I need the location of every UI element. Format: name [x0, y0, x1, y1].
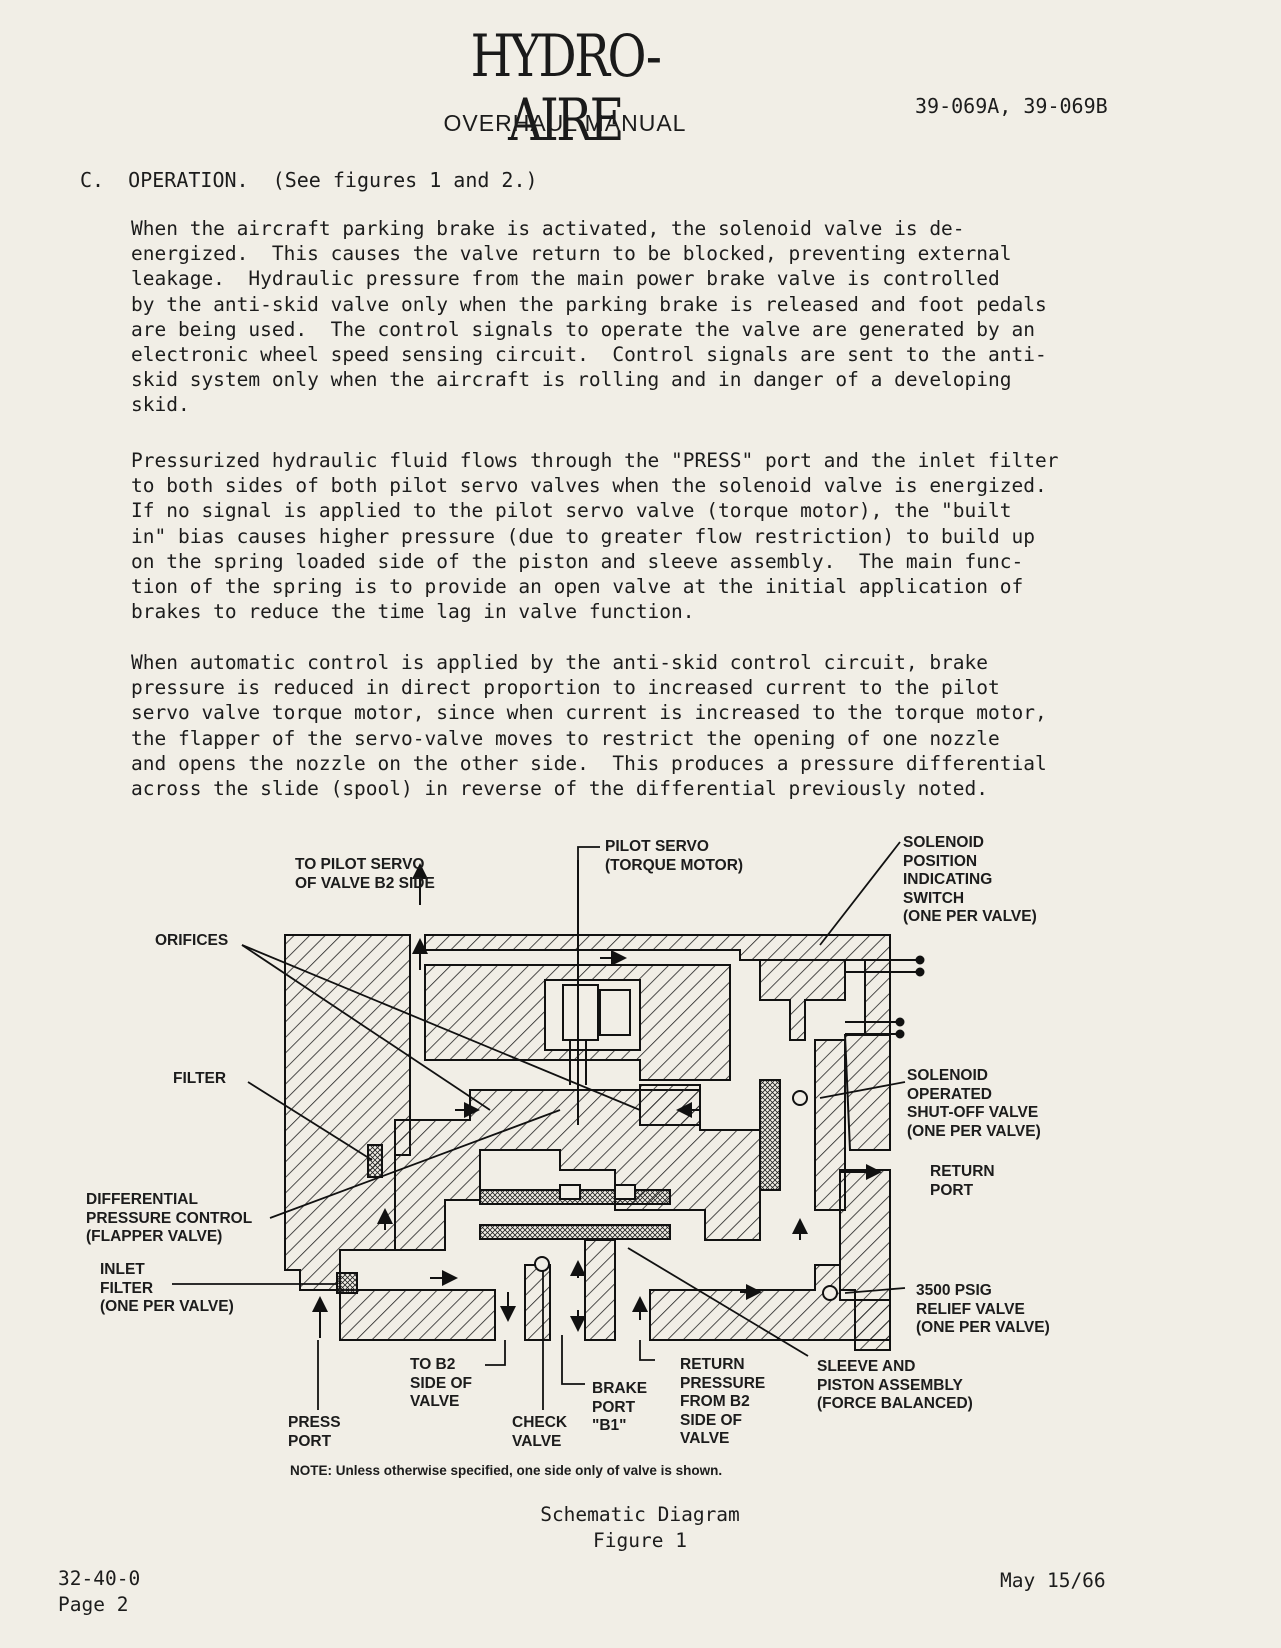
label-filter: FILTER — [173, 1070, 227, 1087]
caption-figure-number: Figure 1 — [593, 1529, 687, 1552]
label-to-b2: TO B2 SIDE OF VALVE — [410, 1356, 473, 1410]
label-pilot-servo: PILOT SERVO (TORQUE MOTOR) — [605, 838, 744, 874]
diagram-note: NOTE: Unless otherwise specified, one si… — [290, 1463, 723, 1478]
paragraph-1: When the aircraft parking brake is activ… — [131, 217, 1047, 417]
company-logo: HYDRO-AIRE — [470, 22, 662, 154]
label-check-valve: CHECK VALVE — [512, 1414, 568, 1450]
footer-left: 32-40-0 Page 2 — [58, 1566, 140, 1618]
label-inlet-filter: INLET FILTER (ONE PER VALVE) — [100, 1261, 234, 1315]
valve-body — [284, 934, 891, 1351]
label-press-port: PRESS PORT — [288, 1414, 341, 1450]
label-return-port: RETURN PORT — [930, 1163, 995, 1199]
label-solenoid-switch: SOLENOID POSITION INDICATING SWITCH (ONE… — [903, 834, 1037, 925]
figure-caption: Schematic Diagram Figure 1 — [480, 1502, 800, 1554]
label-sleeve-piston: SLEEVE AND PISTON ASSEMBLY (FORCE BALANC… — [817, 1358, 973, 1412]
caption-title: Schematic Diagram — [540, 1503, 740, 1526]
footer-code: 32-40-0 — [58, 1567, 141, 1590]
label-brake-port: BRAKE PORT "B1" — [592, 1380, 648, 1434]
footer-date: May 15/66 — [1000, 1569, 1106, 1592]
manual-subtitle: OVERHAUL MANUAL — [443, 110, 687, 136]
section-heading: C. OPERATION. (See figures 1 and 2.) — [80, 168, 538, 192]
paragraph-3: When automatic control is applied by the… — [131, 651, 1047, 801]
document-number: 39-069A, 39-069B — [915, 94, 1108, 118]
label-orifices: ORIFICES — [155, 932, 229, 949]
label-solenoid-valve: SOLENOID OPERATED SHUT-OFF VALVE (ONE PE… — [907, 1067, 1041, 1140]
label-differential: DIFFERENTIAL PRESSURE CONTROL (FLAPPER V… — [86, 1191, 253, 1245]
label-to-pilot-servo: TO PILOT SERVO OF VALVE B2 SIDE — [295, 856, 435, 892]
label-relief-valve: 3500 PSIG RELIEF VALVE (ONE PER VALVE) — [916, 1282, 1050, 1336]
paragraph-2: Pressurized hydraulic fluid flows throug… — [131, 449, 1059, 624]
footer-page: Page 2 — [58, 1593, 129, 1616]
label-return-pressure: RETURN PRESSURE FROM B2 SIDE OF VALVE — [680, 1356, 766, 1447]
